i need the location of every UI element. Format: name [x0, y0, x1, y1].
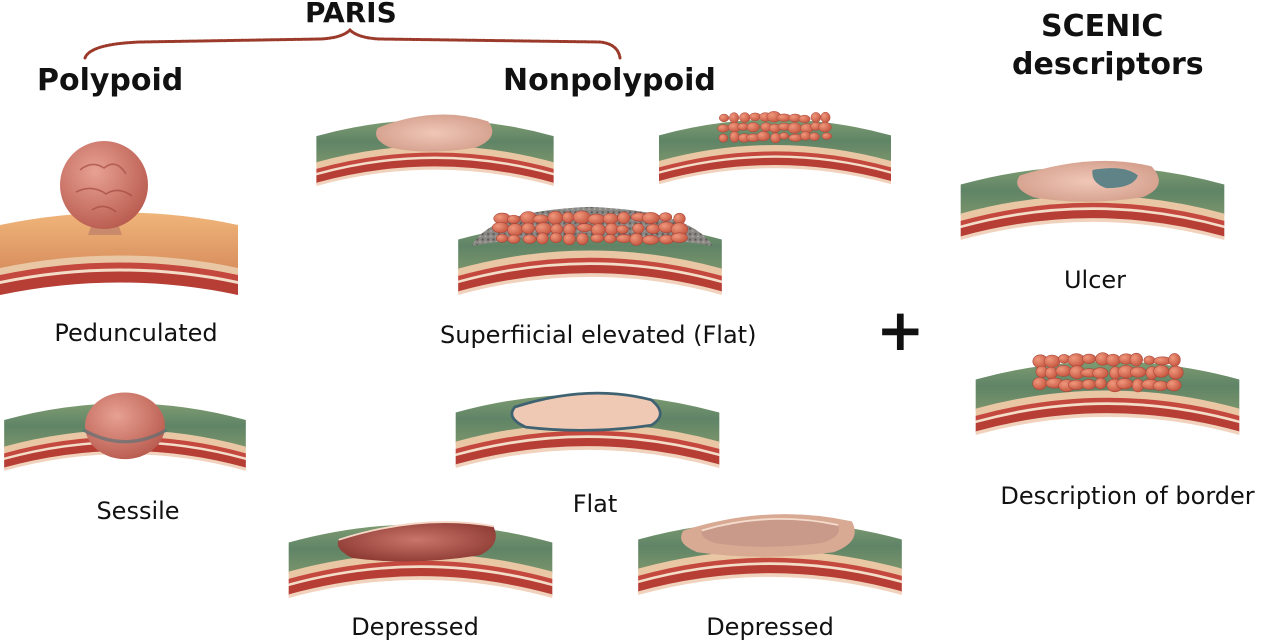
- nodule: [521, 222, 535, 234]
- nodule-cluster-border: [1032, 352, 1184, 393]
- nodule: [590, 233, 605, 243]
- nodule: [719, 113, 730, 123]
- nodule: [1168, 353, 1181, 367]
- nodule: [1166, 379, 1182, 392]
- ulcer-label: Ulcer: [1063, 266, 1127, 294]
- nodule: [1105, 353, 1121, 367]
- nodule: [1043, 354, 1061, 368]
- nodule: [616, 224, 629, 234]
- nonpolypoid-header: Nonpolypoid: [503, 63, 716, 98]
- nodule: [1044, 366, 1058, 380]
- nodule: [1168, 365, 1184, 380]
- depressed-left-illustration: [288, 521, 553, 598]
- nodule: [1116, 378, 1133, 390]
- scenic-header-line2: descriptors: [1012, 47, 1204, 82]
- nodule: [787, 122, 802, 134]
- nodule: [562, 211, 575, 223]
- nodule: [1092, 367, 1109, 379]
- nodule: [729, 131, 740, 143]
- nodule: [562, 233, 576, 246]
- nodule: [587, 213, 606, 225]
- nodule-cluster-top-right: [717, 111, 833, 144]
- nodule: [718, 133, 729, 143]
- nodule: [1129, 352, 1143, 367]
- nonpolypoid-elevated-illustration: [316, 114, 554, 186]
- paris-bracket: [83, 27, 622, 60]
- nodule: [642, 234, 660, 245]
- border-label: Description of border: [1000, 482, 1255, 510]
- nodule: [1081, 379, 1097, 390]
- nodule: [810, 112, 822, 123]
- nodule: [603, 234, 617, 244]
- pedunculated-label: Pedunculated: [54, 319, 218, 347]
- nodule: [746, 122, 760, 133]
- border-illustration: [975, 352, 1240, 435]
- nodule: [717, 124, 730, 133]
- sessile-illustration: [4, 392, 246, 471]
- flat-illustration: [455, 391, 720, 468]
- depressed-right-illustration: [638, 514, 902, 595]
- nodule: [1055, 365, 1072, 377]
- nodule: [617, 211, 631, 224]
- nodule: [820, 111, 831, 123]
- depressed-right-label: Depressed: [706, 613, 834, 641]
- nodule: [629, 232, 644, 246]
- superficial-elevated-illustration: [458, 206, 722, 295]
- nodule: [576, 223, 593, 233]
- paris-label: PARIS: [305, 0, 397, 29]
- nodule: [495, 233, 509, 243]
- nodule: [729, 112, 740, 124]
- nodule: [808, 132, 820, 141]
- nodule: [632, 223, 645, 234]
- nodule: [576, 232, 589, 246]
- nodule: [492, 222, 509, 234]
- nodule: [818, 121, 832, 133]
- nodule: [659, 212, 673, 222]
- nodule: [798, 114, 811, 124]
- nodule: [507, 214, 521, 224]
- nodule: [572, 210, 591, 224]
- nonpolypoid-granular-illustration: [659, 111, 891, 185]
- plus-sign: +: [876, 296, 925, 364]
- nodule: [522, 234, 537, 244]
- nodule: [1129, 366, 1147, 378]
- scenic-header-line1: SCENIC: [1041, 9, 1164, 44]
- nodule: [1081, 353, 1097, 364]
- nodule: [779, 132, 790, 140]
- nodule: [821, 132, 833, 140]
- nodule: [1152, 380, 1169, 391]
- nodule: [507, 223, 524, 237]
- polypoid-header: Polypoid: [37, 63, 184, 98]
- superficial-elevated-label: Superfiicial elevated (Flat): [440, 321, 757, 349]
- nodule: [549, 232, 563, 244]
- nodule: [1094, 377, 1107, 390]
- nodule: [739, 112, 751, 123]
- nodule: [507, 234, 521, 244]
- nodule: [602, 212, 619, 225]
- ulcer-illustration: [960, 160, 1225, 240]
- nodule: [1153, 365, 1170, 378]
- nodule: [547, 210, 564, 225]
- nodule: [756, 131, 770, 142]
- nodule: [536, 232, 549, 245]
- nodule-cluster-superficial: [492, 210, 689, 246]
- nodule: [770, 132, 781, 144]
- flat-label: Flat: [572, 490, 618, 518]
- nodule: [604, 222, 619, 236]
- nodule: [646, 223, 661, 234]
- depressed-left-label: Depressed: [351, 613, 479, 641]
- pedunculated-illustration: [0, 141, 238, 295]
- nodule: [641, 212, 660, 224]
- nodule: [1143, 355, 1156, 365]
- nodule: [670, 232, 688, 243]
- nodule: [1032, 376, 1048, 390]
- nodule: [532, 214, 549, 224]
- sessile-label: Sessile: [96, 497, 180, 525]
